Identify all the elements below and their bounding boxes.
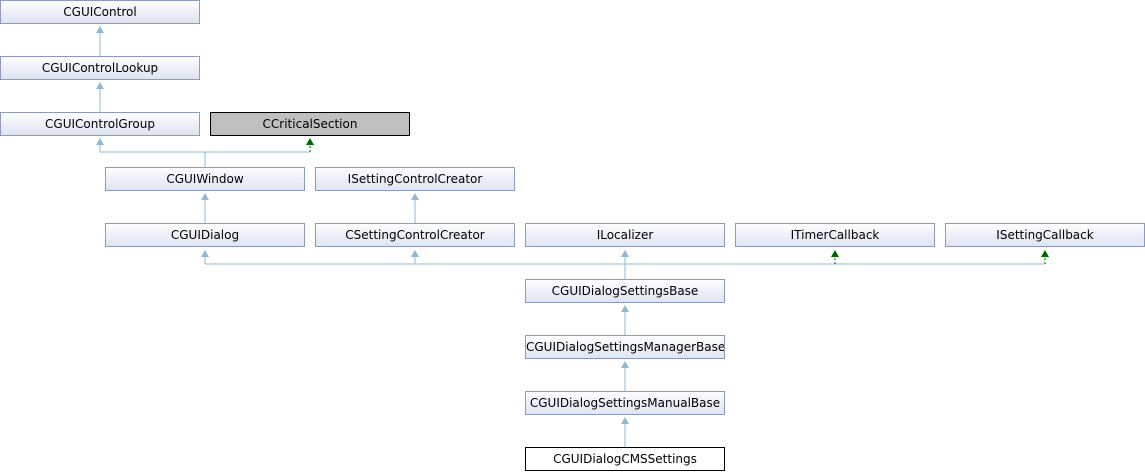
class-node-cguidialog[interactable]: CGUIDialog: [105, 223, 305, 247]
class-node-ccriticalsection[interactable]: CCriticalSection: [210, 112, 410, 136]
class-label: CGUIControl: [63, 5, 137, 19]
class-node-csettingcontrolcreator[interactable]: CSettingControlCreator: [315, 223, 515, 247]
class-label: CGUIWindow: [166, 172, 244, 186]
class-node-cguicontrolgroup[interactable]: CGUIControlGroup: [0, 112, 200, 136]
class-node-cguidialogsettingsmanagerbase[interactable]: CGUIDialogSettingsManagerBase: [525, 335, 725, 359]
edge-settingsbase-to-parents: [201, 250, 1045, 279]
class-node-cguicontrollookup[interactable]: CGUIControlLookup: [0, 56, 200, 80]
class-label: CCriticalSection: [262, 117, 358, 131]
class-node-isettingcallback[interactable]: ISettingCallback: [945, 223, 1145, 247]
class-label: ISettingControlCreator: [347, 172, 483, 186]
class-node-isettingcontrolcreator[interactable]: ISettingControlCreator: [315, 167, 515, 191]
class-node-cguicontrol[interactable]: CGUIControl: [0, 0, 200, 24]
edge-window-to-controlgroup: [96, 138, 310, 167]
class-label: CGUIDialogSettingsManagerBase: [526, 340, 725, 354]
class-node-cguiwindow[interactable]: CGUIWindow: [105, 167, 305, 191]
class-label: CGUIDialogCMSSettings: [553, 452, 697, 466]
class-label: CSettingControlCreator: [345, 228, 485, 242]
class-label: ILocalizer: [596, 228, 654, 242]
class-node-cguidialogcmssettings: CGUIDialogCMSSettings: [525, 447, 725, 471]
class-label: CGUIDialogSettingsManualBase: [529, 396, 721, 410]
class-label: CGUIControlLookup: [41, 61, 159, 75]
class-label: ITimerCallback: [790, 228, 880, 242]
class-label: CGUIDialogSettingsBase: [551, 284, 699, 298]
class-label: ISettingCallback: [996, 228, 1094, 242]
class-node-cguidialogsettingsbase[interactable]: CGUIDialogSettingsBase: [525, 279, 725, 303]
class-label: CGUIControlGroup: [45, 117, 155, 131]
class-node-ilocalizer[interactable]: ILocalizer: [525, 223, 725, 247]
class-label: CGUIDialog: [170, 228, 240, 242]
class-node-cguidialogsettingsmanualbase[interactable]: CGUIDialogSettingsManualBase: [525, 391, 725, 415]
class-node-itimercallback[interactable]: ITimerCallback: [735, 223, 935, 247]
